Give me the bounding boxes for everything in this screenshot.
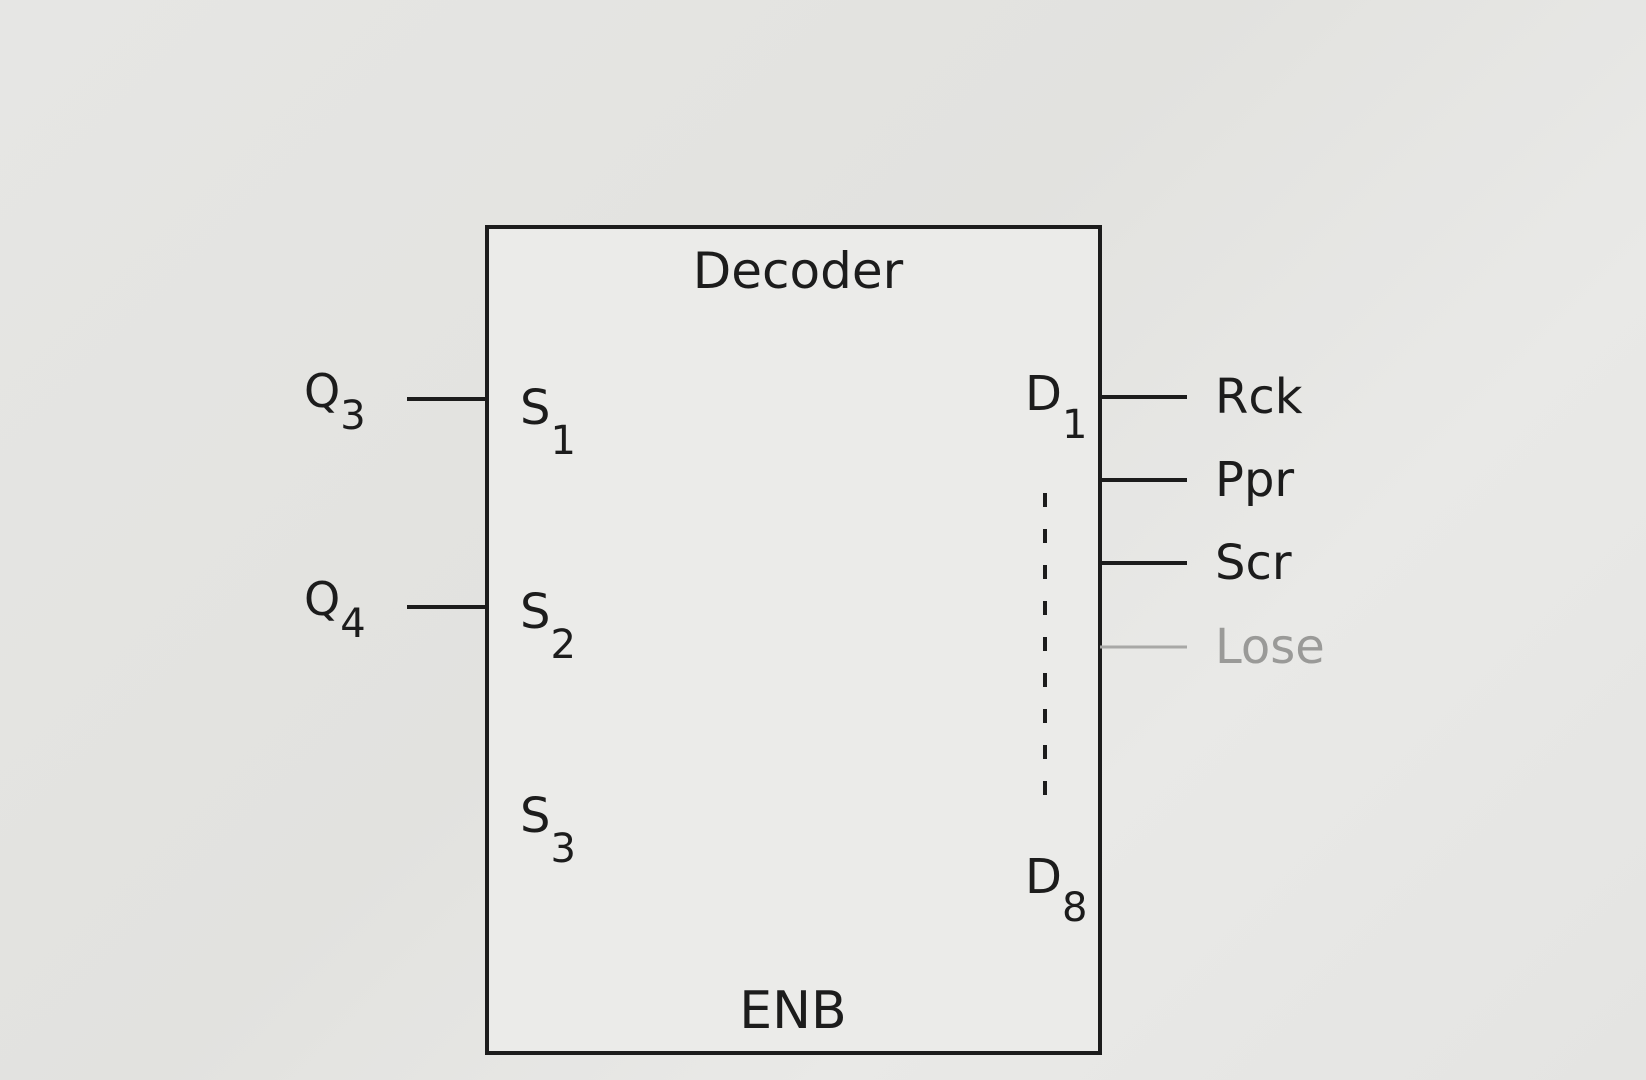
enable-label: ENB [739, 981, 846, 1041]
input-signal-q3: Q3 [304, 364, 366, 439]
pin-d8-sub: 8 [1062, 885, 1087, 931]
pin-d1-sub: 1 [1062, 402, 1087, 448]
pin-s3-letter: S [520, 788, 550, 844]
output-label-rck: Rck [1215, 369, 1303, 425]
pin-d8: D8 [1025, 849, 1087, 931]
pin-s2-sub: 2 [550, 622, 575, 668]
pin-d8-letter: D [1025, 849, 1062, 905]
input-signal-q3-sub: 3 [340, 393, 365, 439]
input-signal-q4: Q4 [304, 572, 366, 647]
output-label-scr: Scr [1215, 535, 1292, 591]
pin-s1-sub: 1 [550, 418, 575, 464]
decoder-title: Decoder [693, 242, 904, 300]
pin-s1-letter: S [520, 380, 550, 436]
pin-s3: S3 [520, 788, 576, 872]
pin-d1: D1 [1025, 366, 1087, 448]
output-label-ppr: Ppr [1215, 452, 1294, 508]
input-signal-q4-letter: Q [304, 572, 340, 626]
pin-s3-sub: 3 [550, 826, 575, 872]
pin-s1: S1 [520, 380, 576, 464]
decoder-box [485, 225, 1102, 1055]
input-signal-q4-sub: 4 [340, 601, 365, 647]
pin-d1-letter: D [1025, 366, 1062, 422]
input-signal-q3-letter: Q [304, 364, 340, 418]
pin-s2: S2 [520, 584, 576, 668]
output-label-lose: Lose [1215, 619, 1325, 675]
pin-s2-letter: S [520, 584, 550, 640]
